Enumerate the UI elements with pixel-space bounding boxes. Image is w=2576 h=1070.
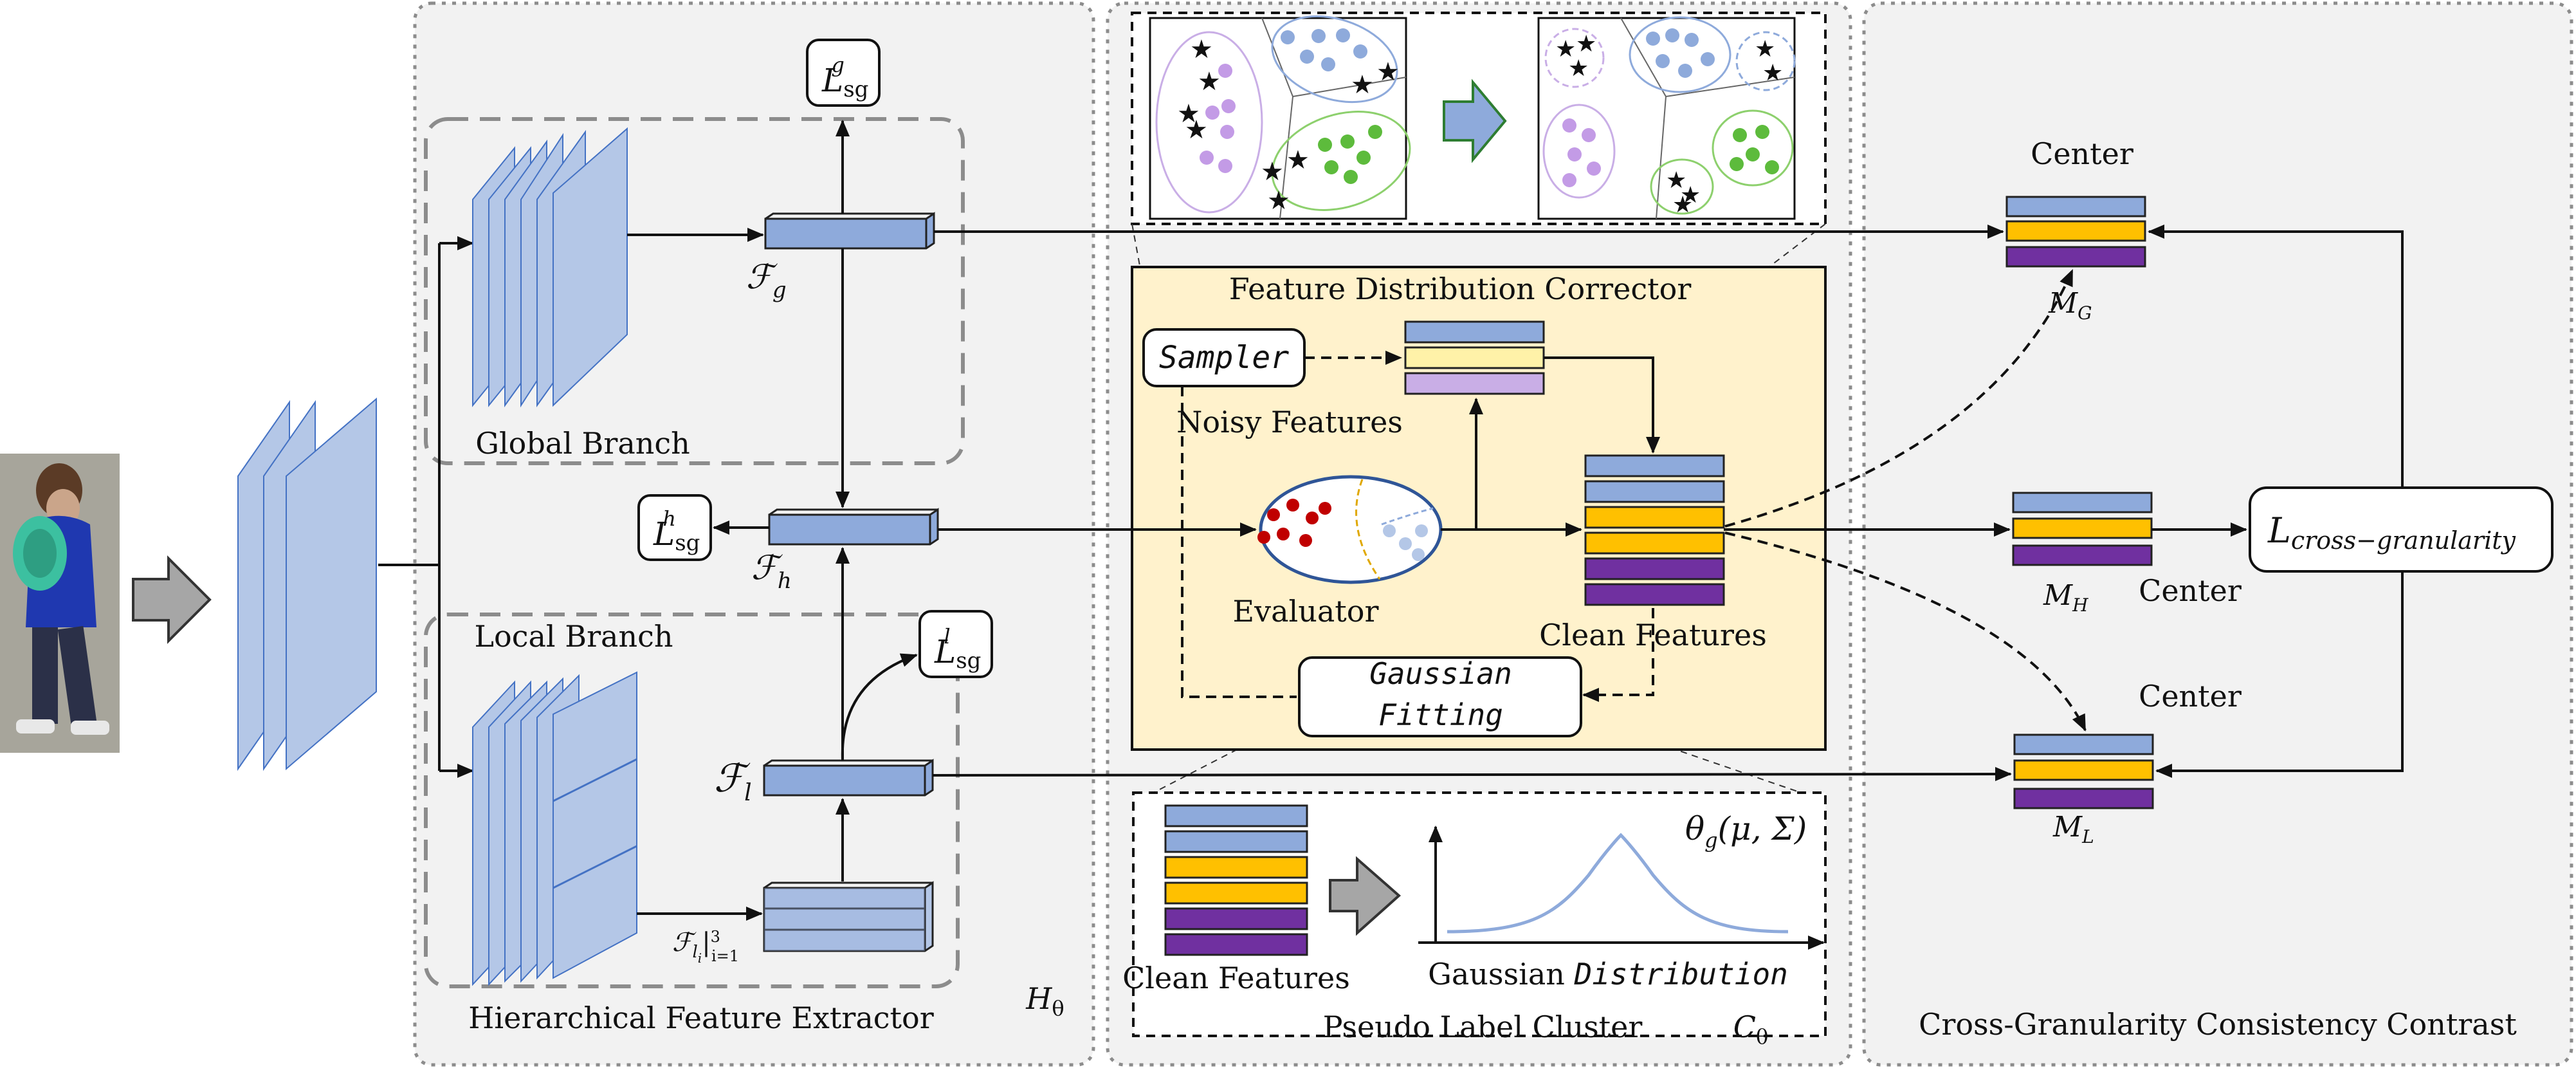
feature-bar-fh — [768, 508, 939, 546]
backbone-maps — [237, 397, 377, 771]
svg-text:★: ★ — [1376, 57, 1400, 87]
svg-text:★: ★ — [1755, 36, 1775, 62]
corrector-title: Feature Distribution Corrector — [1229, 272, 1692, 306]
svg-text:★: ★ — [1555, 36, 1576, 62]
noisy-features-stack — [1404, 320, 1545, 395]
feature-label-fg: ℱg — [746, 258, 787, 303]
center-label-ml: Center — [2139, 679, 2242, 714]
backbone-split — [378, 236, 474, 778]
feature-stack-fli — [763, 881, 934, 952]
svg-text:★: ★ — [1568, 55, 1589, 82]
bottom-clean-label: Clean Features — [1122, 961, 1350, 995]
local-branch-maps — [472, 671, 637, 986]
clean-features-stack — [1584, 454, 1725, 606]
center-label-mg: Center — [2031, 136, 2133, 171]
clean-features-label: Clean Features — [1539, 618, 1767, 652]
gaussian-block-arrow — [1329, 856, 1402, 936]
cluster-transform-arrow — [1443, 78, 1507, 163]
svg-text:★: ★ — [1185, 115, 1208, 145]
input-arrow — [132, 555, 212, 644]
cluster-caption: Pseudo Label Cluster — [1323, 1010, 1643, 1044]
extractor-param: Hθ — [1025, 981, 1064, 1020]
extractor-caption: Hierarchical Feature Extractor — [468, 1001, 933, 1035]
loss-global-box — [806, 39, 881, 107]
cluster-dots-after: ★ ★ ★ ★ ★ ★ ★ ★ — [1555, 28, 1783, 218]
svg-text:★: ★ — [1261, 157, 1284, 187]
svg-text:★: ★ — [1680, 182, 1701, 208]
memory-label-ml: ML — [2052, 811, 2094, 847]
loss-hier-label: Lsgh — [653, 506, 700, 556]
extractor-arrows — [627, 120, 918, 921]
memory-label-mh: MH — [2043, 579, 2088, 616]
feature-label-fh: ℱh — [751, 549, 792, 594]
cluster-dots-before: ★ ★ ★ ★ ★ ★ ★ ★ ★ — [1177, 28, 1400, 216]
bottom-clean-stack — [1164, 804, 1308, 956]
svg-text:★: ★ — [1177, 99, 1200, 129]
local-branch-box — [424, 613, 960, 988]
global-branch-box — [424, 117, 965, 465]
svg-text:★: ★ — [1190, 35, 1213, 64]
loss-hier-box — [637, 494, 712, 561]
person-image — [0, 454, 120, 753]
local-branch-label: Local Branch — [475, 619, 673, 654]
theta-label: θg(μ, Σ) — [1685, 810, 1807, 853]
gaussian-distribution-label: Gaussian Distribution — [1428, 957, 1788, 992]
contrast-caption: Cross-Granularity Consistency Contrast — [1919, 1007, 2517, 1042]
gaussian-fitting-line1: Gaussian — [1369, 656, 1512, 691]
svg-text:★: ★ — [1576, 31, 1596, 57]
evaluator-label: Evaluator — [1233, 594, 1379, 629]
svg-text:★: ★ — [1286, 145, 1310, 175]
global-branch-label: Global Branch — [475, 426, 690, 461]
svg-text:★: ★ — [1198, 67, 1221, 97]
loss-global-label: Lsgg — [821, 53, 868, 102]
gaussian-curve — [1447, 833, 1789, 934]
center-label-mh: Center — [2139, 573, 2242, 608]
contrast-arrows — [932, 225, 2404, 782]
loss-local-box — [918, 610, 993, 678]
noisy-features-label: Noisy Features — [1176, 405, 1403, 439]
cluster-after — [1537, 16, 1796, 220]
memory-ml — [2013, 733, 2154, 809]
loss-local-label: Lsgl — [934, 624, 981, 674]
svg-text:★: ★ — [1351, 70, 1374, 100]
memory-mg — [2005, 196, 2146, 268]
evaluator-ellipse — [1257, 475, 1443, 584]
svg-text:★: ★ — [1762, 60, 1783, 86]
svg-text:★: ★ — [1267, 186, 1290, 216]
gaussian-axes — [1418, 826, 1825, 950]
memory-mh — [2012, 492, 2153, 566]
global-branch-maps — [472, 127, 628, 408]
gaussian-fitting-box — [1298, 656, 1582, 737]
svg-text:★: ★ — [1672, 192, 1693, 218]
svg-text:★: ★ — [1666, 167, 1686, 194]
gaussian-fitting-line2: Fitting — [1378, 697, 1503, 732]
memory-label-mg: MG — [2048, 287, 2092, 324]
feature-bar-fg — [764, 212, 935, 250]
corrector-arrows — [938, 351, 1660, 702]
loss-cross-label: Lcross−granularity — [2267, 510, 2516, 555]
cluster-param: Cθ — [1733, 1010, 1768, 1049]
feature-bar-fl — [763, 759, 934, 797]
sampler-label: Sampler — [1159, 340, 1289, 376]
